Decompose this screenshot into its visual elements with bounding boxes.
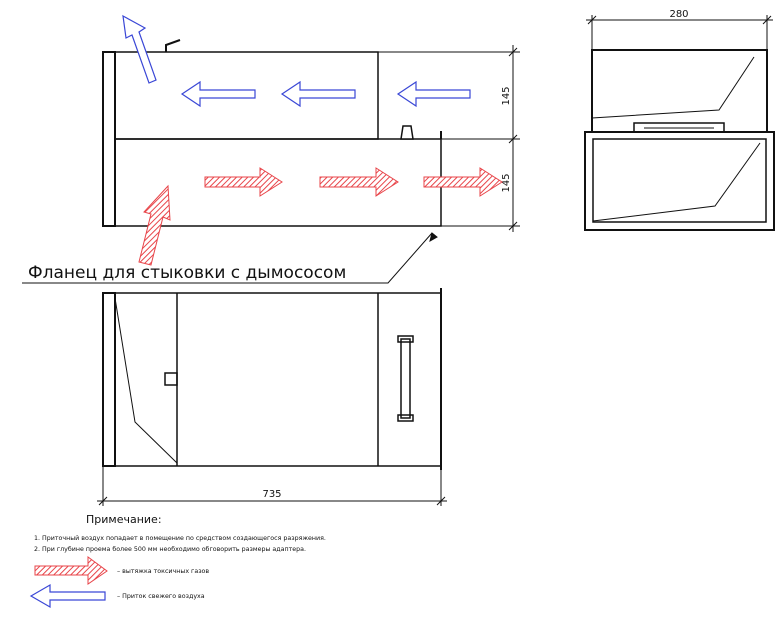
end-view-lower-inner — [592, 138, 767, 223]
top-width-dimension: 280 — [669, 9, 688, 20]
side-dimensions — [378, 45, 520, 232]
flange-callout-leader — [22, 232, 438, 284]
supply-arrow-icon — [280, 80, 356, 108]
lower-height-dimension: 145 — [501, 173, 512, 192]
supply-arrow-icon — [396, 80, 471, 108]
legend-supply-label: – Приток свежего воздуха — [117, 593, 205, 600]
end-view-lower-outer — [584, 131, 775, 231]
note-item-1: 1. Приточный воздух попадает в помещение… — [34, 534, 326, 542]
legend-exhaust-arrow-icon — [34, 556, 108, 585]
latch — [400, 125, 414, 140]
supply-inlet-arrow-icon — [122, 14, 157, 84]
exhaust-arrow-icon — [319, 167, 399, 197]
top-handle — [165, 39, 181, 52]
exhaust-air-arrows — [138, 167, 503, 266]
supply-arrow-icon — [180, 80, 256, 108]
notes-title: Примечание: — [86, 513, 162, 526]
top-width-dimension-lines — [586, 15, 773, 50]
plan-flange-plate — [102, 292, 116, 467]
plan-length-dimension: 735 — [262, 489, 281, 500]
legend: – вытяжка токсичных газов – Приток свеже… — [29, 556, 209, 609]
supply-air-arrows — [122, 14, 471, 108]
front-flange-plate — [102, 51, 116, 227]
legend-exhaust-label: – вытяжка токсичных газов — [117, 568, 209, 575]
note-item-2: 2. При глубине проема более 500 мм необх… — [34, 545, 306, 553]
upper-height-dimension: 145 — [501, 86, 512, 105]
plan-latch — [164, 372, 178, 386]
exhaust-diagonal-arrow-icon — [138, 184, 171, 266]
exhaust-arrow-icon — [204, 167, 283, 197]
plan-view — [102, 288, 442, 470]
plan-length-dimension-lines — [97, 466, 447, 506]
end-view-handle — [633, 122, 725, 133]
plan-body — [114, 292, 442, 467]
plan-handle — [400, 338, 411, 419]
end-view-upper — [591, 49, 768, 133]
exhaust-arrow-icon — [423, 167, 503, 197]
side-view — [102, 39, 442, 227]
end-view — [584, 49, 775, 231]
legend-supply-arrow-icon — [29, 583, 106, 609]
flange-callout-label: Фланец для стыковки с дымососом — [28, 263, 346, 283]
